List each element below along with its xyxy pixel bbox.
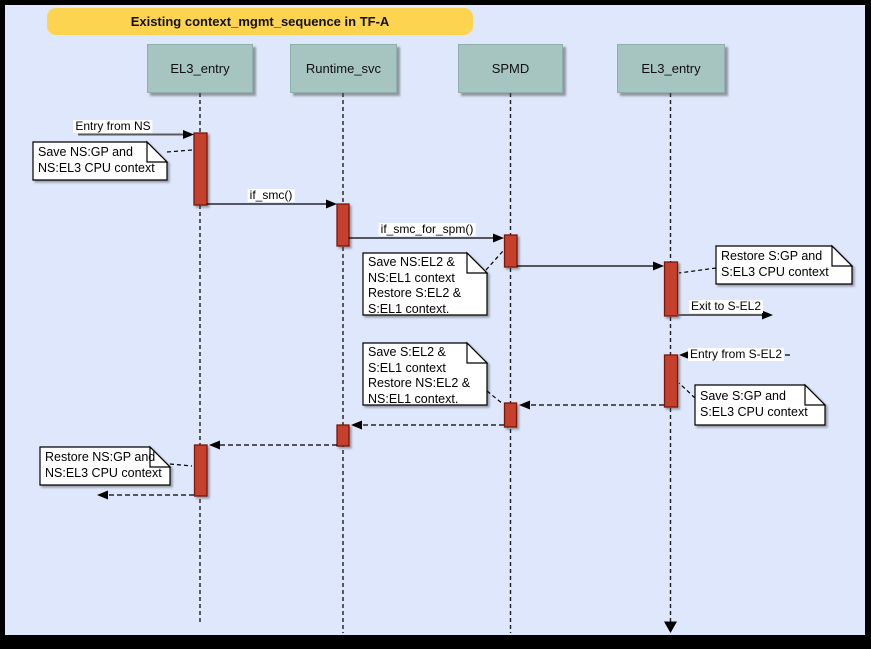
note-text-restore-s-gp: Restore S:GP and S:EL3 CPU context bbox=[721, 249, 829, 279]
note-connector bbox=[485, 250, 504, 271]
note-connectors-group bbox=[166, 149, 717, 467]
lifeline-head-el3-entry-1: EL3_entry bbox=[147, 44, 253, 93]
note-text-save-s-el2: Save S:EL2 & S:EL1 context Restore NS:EL… bbox=[368, 345, 471, 406]
arrowheads-group bbox=[97, 130, 773, 500]
message-label-entry-from-s-el2: Entry from S-EL2 bbox=[687, 347, 785, 361]
note-fold-icon bbox=[466, 251, 489, 274]
activation-el3-1b bbox=[193, 444, 208, 497]
note-text-save-ns-gp: Save NS:GP and NS:EL3 CPU context bbox=[38, 145, 155, 175]
note-fold-icon bbox=[831, 244, 854, 267]
arrowhead-right-icon bbox=[326, 199, 337, 209]
activation-bars-group bbox=[193, 132, 679, 497]
diagram-background bbox=[5, 5, 865, 635]
activation-spmd-1 bbox=[503, 234, 518, 268]
message-label-exit-to-s-el2: Exit to S-EL2 bbox=[688, 299, 764, 313]
arrowhead-right-icon bbox=[493, 233, 504, 243]
note-shape-save-ns-gp bbox=[32, 141, 168, 181]
activation-runtime-svc-1 bbox=[336, 203, 350, 247]
note-fold-icon bbox=[149, 445, 172, 468]
activation-el3-2b bbox=[663, 354, 679, 408]
gray-messages-group bbox=[78, 133, 764, 316]
note-fold-icon bbox=[146, 140, 169, 163]
arrowhead-right-icon bbox=[653, 261, 664, 271]
note-text-restore-ns-gp: Restore NS:GP and NS:EL3 CPU context bbox=[45, 450, 162, 480]
note-text-save-s-gp: Save S:GP and S:EL3 CPU context bbox=[700, 389, 808, 419]
arrowhead-left-icon bbox=[351, 420, 362, 430]
message-label-if-smc: if_smc() bbox=[247, 188, 295, 202]
note-shape-save-s-el2 bbox=[362, 342, 488, 406]
note-connector bbox=[678, 382, 696, 399]
activation-runtime-svc-2 bbox=[336, 424, 350, 447]
note-connector bbox=[678, 267, 717, 274]
lifeline-end-arrow-icon bbox=[664, 621, 677, 633]
dashed-messages-group bbox=[104, 354, 790, 496]
message-label-entry-from-ns: Entry from NS bbox=[73, 119, 153, 133]
arrowhead-left-icon bbox=[519, 400, 530, 410]
arrowhead-right-icon bbox=[762, 310, 773, 320]
message-label-if-smc-for-spm: if_smc_for_spm() bbox=[378, 222, 476, 236]
arrowhead-right-icon bbox=[183, 130, 194, 139]
note-text-save-ns-el2: Save NS:EL2 & NS:EL1 context Restore S:E… bbox=[368, 255, 462, 316]
arrowhead-left-icon bbox=[209, 440, 220, 450]
activation-el3-1a bbox=[193, 132, 208, 206]
arrowhead-left-icon bbox=[97, 490, 108, 500]
note-fold-icon bbox=[804, 383, 827, 406]
arrowhead-left-icon bbox=[679, 350, 690, 360]
activation-el3-2a bbox=[663, 261, 679, 317]
lifeline-head-spmd: SPMD bbox=[458, 44, 563, 93]
lifeline-head-el3-entry-2: EL3_entry bbox=[617, 44, 725, 93]
note-shape-save-s-gp bbox=[694, 384, 826, 426]
note-shapes-group bbox=[32, 140, 854, 486]
lifeline-group bbox=[199, 93, 672, 633]
activation-spmd-2 bbox=[503, 402, 518, 428]
note-connector bbox=[169, 463, 193, 467]
lifeline-head-runtime-svc: Runtime_svc bbox=[290, 44, 397, 93]
note-connector bbox=[166, 149, 193, 153]
note-shape-restore-ns-gp bbox=[39, 446, 171, 486]
diagram-title: Existing context_mgmt_sequence in TF-A bbox=[47, 8, 473, 35]
note-fold-icon bbox=[466, 341, 489, 364]
note-connector bbox=[486, 390, 504, 405]
note-shape-save-ns-el2 bbox=[362, 252, 488, 316]
note-shape-restore-s-gp bbox=[715, 245, 853, 285]
solid-messages-group bbox=[207, 203, 655, 267]
